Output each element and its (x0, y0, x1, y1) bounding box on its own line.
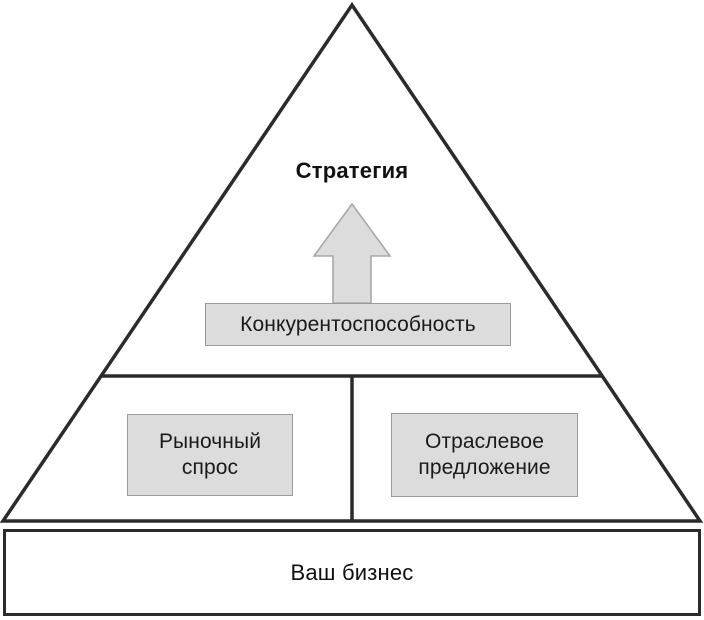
node-competitiveness-label: Конкурентоспособность (240, 312, 476, 336)
node-market-demand: Рыночный спрос (127, 414, 293, 496)
strategy-label: Стратегия (295, 158, 409, 183)
node-industry-supply-label: Отраслевое предложение (418, 430, 551, 479)
node-market-demand-label: Рыночный спрос (158, 430, 262, 479)
node-your-business: Ваш бизнес (3, 529, 701, 616)
node-your-business-label: Ваш бизнес (290, 559, 414, 585)
node-competitiveness: Конкурентоспособность (205, 303, 511, 346)
node-industry-supply: Отраслевое предложение (391, 413, 578, 497)
